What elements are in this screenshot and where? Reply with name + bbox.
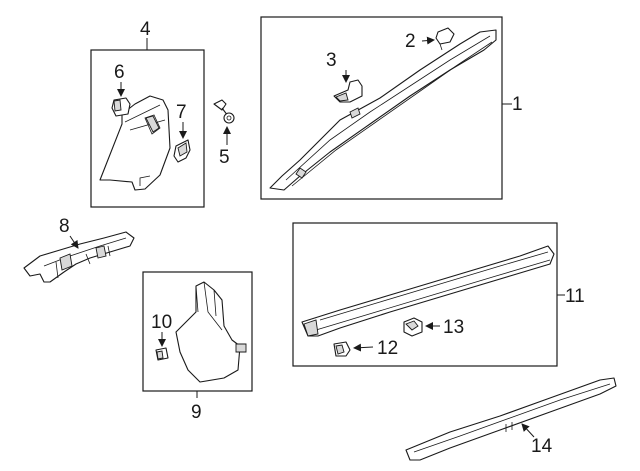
part-10-clip <box>155 347 169 361</box>
part-1-pillar-trim <box>269 29 497 191</box>
callout-4: 4 <box>140 19 151 40</box>
part-8-bracket <box>23 231 135 283</box>
group-box-4 <box>90 38 205 208</box>
part-2-clip <box>435 27 455 51</box>
callout-13: 13 <box>443 317 464 338</box>
part-4-pillar-trim <box>99 95 171 191</box>
callout-12: 12 <box>377 338 398 359</box>
group-box-11 <box>292 222 565 367</box>
part-14-scuff-plate <box>405 377 617 461</box>
callout-2: 2 <box>405 31 416 52</box>
part-9-kick-panel <box>175 281 247 383</box>
part-11-sill-plate <box>301 245 555 337</box>
callout-14: 14 <box>531 436 553 457</box>
part-7-clip <box>173 139 191 163</box>
part-5-bolt <box>213 99 235 124</box>
part-6-clip <box>111 97 131 117</box>
callout-7: 7 <box>176 102 187 123</box>
callout-5: 5 <box>219 147 230 168</box>
part-12-clip <box>333 341 351 357</box>
callout-10: 10 <box>151 312 172 333</box>
callout-1: 1 <box>512 94 523 115</box>
callout-6: 6 <box>114 62 125 83</box>
part-13-clip <box>403 317 423 337</box>
callout-9: 9 <box>191 402 202 423</box>
group-box-9 <box>142 271 253 398</box>
callout-8: 8 <box>59 216 70 237</box>
callout-11: 11 <box>565 286 585 307</box>
group-box-1 <box>260 16 512 200</box>
part-3-bracket <box>333 79 363 103</box>
callout-3: 3 <box>326 50 337 71</box>
